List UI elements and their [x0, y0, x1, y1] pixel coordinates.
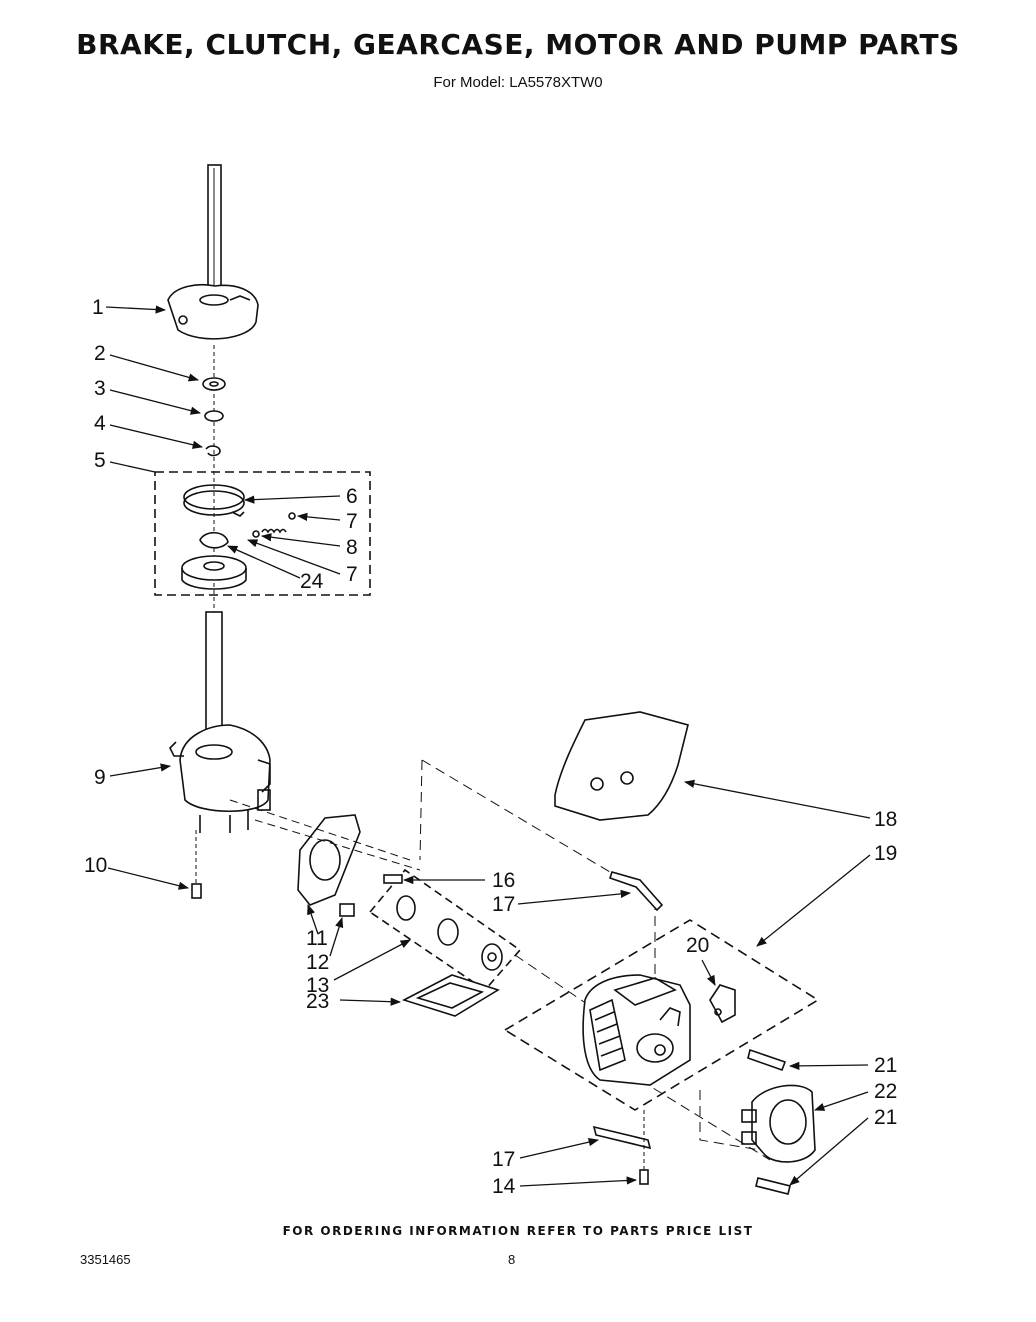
callout-16: 16 [492, 869, 515, 892]
part-10-screw [191, 830, 202, 899]
part-14-screw [639, 1110, 649, 1185]
part-9-gearcase [169, 611, 271, 833]
part-16-bolt [383, 874, 403, 884]
callout-13: 13 [306, 974, 329, 997]
callout-18: 18 [874, 808, 897, 831]
part-4-clip [205, 445, 221, 457]
part-1-housing [167, 284, 259, 340]
callout-21a: 21 [874, 1054, 897, 1077]
part-2-washer [202, 377, 226, 391]
part-17-strap-lower [592, 1125, 652, 1150]
ordering-note: FOR ORDERING INFORMATION REFER TO PARTS … [282, 1224, 754, 1238]
callout-14: 14 [492, 1175, 516, 1198]
model-subtitle: For Model: LA5578XTW0 [433, 74, 603, 91]
part-12-nut [339, 903, 355, 917]
part-5-brake-assembly-box [154, 471, 371, 596]
callout-6: 6 [346, 485, 358, 508]
callout-7b: 7 [346, 563, 358, 586]
callout-12: 12 [306, 951, 329, 974]
document-number: 3351465 [80, 1252, 131, 1267]
callout-23: 23 [306, 990, 329, 1013]
callout-4: 4 [94, 412, 106, 435]
part-19-motor-box [503, 919, 820, 1111]
callout-17b: 17 [492, 1148, 515, 1171]
part-18-motor-pad [554, 711, 689, 821]
callout-9: 9 [94, 766, 106, 789]
callout-19: 19 [874, 842, 897, 865]
callout-11: 11 [306, 927, 328, 950]
part-22-pump [741, 1084, 816, 1163]
page-number: 8 [508, 1252, 516, 1267]
part-20-switch [709, 984, 736, 1024]
callout-labels: 1 2 3 4 5 6 7 8 7 24 9 10 11 12 13 23 16… [84, 296, 897, 1198]
part-21-clip-upper [747, 1048, 787, 1072]
leader-lines [105, 305, 871, 1187]
brake-drum [181, 555, 247, 590]
part-21-clip-lower [755, 1177, 791, 1195]
callout-10: 10 [84, 854, 107, 877]
callout-24: 24 [300, 570, 324, 593]
callout-20: 20 [686, 934, 709, 957]
motor [582, 974, 691, 1086]
callout-8: 8 [346, 536, 358, 559]
part-8-spring [252, 512, 296, 538]
callout-21b: 21 [874, 1106, 897, 1129]
callout-22: 22 [874, 1080, 897, 1103]
agitator-shaft [207, 164, 222, 306]
part-17-strap [608, 871, 664, 912]
callout-17a: 17 [492, 893, 515, 916]
part-13-impeller [396, 895, 503, 971]
callout-3: 3 [94, 377, 106, 400]
page-title: BRAKE, CLUTCH, GEARCASE, MOTOR AND PUMP … [76, 28, 960, 61]
callout-7a: 7 [346, 510, 358, 533]
part-23-gasket [401, 974, 500, 1017]
part-3-ring [204, 410, 224, 422]
callout-5: 5 [94, 449, 106, 472]
callout-2: 2 [94, 342, 106, 365]
part-11-pump-cover [229, 799, 421, 906]
part-24-clip [199, 531, 229, 549]
callout-1: 1 [92, 296, 104, 319]
